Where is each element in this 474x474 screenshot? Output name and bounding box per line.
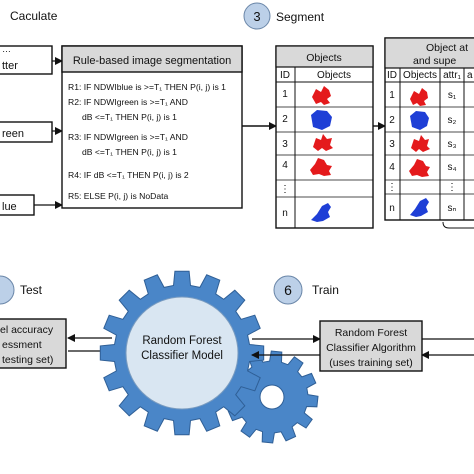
- attr-col-a: a: [467, 70, 473, 81]
- step-5-circle-partial: [0, 275, 15, 305]
- objects-col-id: ID: [280, 70, 290, 81]
- rule-r1: R1: IF NDWIblue is >=T₁ THEN P(i, j) is …: [68, 82, 226, 92]
- model-label-line-2: Classifier Model: [141, 350, 223, 362]
- step-3-number: 3: [253, 9, 260, 24]
- object-blob-4: [310, 158, 332, 176]
- attr-id-n: n: [389, 203, 395, 214]
- attr-value-4: s₄: [447, 162, 456, 173]
- objects-col-objects: Objects: [317, 70, 351, 81]
- rule-r2-line2: dB <=T₁ THEN P(i, j) is 1: [82, 112, 177, 122]
- object-blob-1: [312, 86, 331, 105]
- accuracy-line-2: essment: [2, 339, 42, 351]
- objects-id-3: 3: [282, 139, 288, 150]
- attr-object-blob-3: [411, 135, 430, 152]
- objects-id-2: 2: [282, 114, 288, 125]
- attr-id-3: 3: [389, 139, 395, 150]
- objects-id-dots: ⋮: [280, 184, 290, 195]
- object-blob-3: [313, 134, 333, 151]
- object-blob-n: [311, 203, 331, 222]
- rule-r5: R5: ELSE P(i, j) is NoData: [68, 191, 169, 201]
- svg-text:…: …: [2, 44, 11, 54]
- attr-value-2: s₂: [448, 115, 457, 126]
- objects-id-1: 1: [282, 89, 288, 100]
- accuracy-assessment-box: el accuracy essment testing set): [0, 318, 67, 369]
- attribute-table-title-1: Object at: [426, 42, 468, 54]
- algorithm-box: Random Forest Classifier Algorithm (uses…: [319, 320, 423, 372]
- algorithm-line-1: Random Forest: [335, 327, 407, 339]
- accuracy-line-3: testing set): [2, 354, 53, 366]
- gear-small-hole: [259, 384, 285, 410]
- attribute-brace: [442, 221, 474, 229]
- rule-r4: R4: IF dB <=T₁ THEN P(i, j) is 2: [68, 170, 189, 180]
- accuracy-line-1: el accuracy: [0, 324, 54, 336]
- input-label-2: reen: [2, 128, 24, 140]
- attr-value-dots: ⋮: [447, 182, 457, 193]
- calculate-label: Caculate: [10, 9, 58, 23]
- model-hub: [125, 296, 239, 410]
- attr-value-3: s₃: [447, 139, 456, 150]
- rule-box-title: Rule-based image segmentation: [73, 55, 231, 67]
- attr-col-id: ID: [387, 70, 397, 81]
- attr-object-blob-1: [410, 88, 428, 106]
- attr-id-2: 2: [389, 115, 395, 126]
- input-box-blue: lue: [0, 194, 35, 216]
- rule-box: Rule-based image segmentation R1: IF NDW…: [61, 45, 243, 209]
- objects-table-title: Objects: [306, 52, 342, 64]
- attr-object-blob-n: [410, 198, 429, 217]
- rule-r3-line1: R3: IF NDWIgreen is >=T₁ AND: [68, 132, 188, 142]
- attribute-table: Object at and supe ID Objects attr₁ a 1 …: [384, 37, 474, 221]
- attr-object-blob-2: [410, 111, 429, 130]
- step-6-circle: [273, 275, 303, 305]
- attr-value-n: sₙ: [448, 203, 457, 214]
- attr-object-blob-4: [409, 159, 430, 177]
- test-label: Test: [20, 283, 43, 297]
- attr-id-1: 1: [389, 90, 395, 101]
- input-label-3: lue: [2, 201, 17, 213]
- train-label: Train: [312, 283, 339, 297]
- objects-id-n: n: [282, 208, 288, 219]
- attr-id-4: 4: [389, 162, 395, 173]
- objects-table: Objects ID Objects 1 2 3 4 ⋮ n: [275, 45, 374, 229]
- objects-id-4: 4: [282, 160, 288, 171]
- attr-col-attr1: attr₁: [443, 70, 461, 81]
- algorithm-line-2: Classifier Algorithm: [326, 342, 416, 354]
- input-label-1: tter: [2, 60, 18, 72]
- input-box-scatter: … tter: [0, 44, 53, 75]
- step-3-circle: [243, 2, 271, 30]
- attribute-table-title-2: and supe: [413, 55, 456, 67]
- rule-r2-line1: R2: IF NDWIgreen is >=T₁ AND: [68, 97, 188, 107]
- segment-label: Segment: [276, 10, 325, 24]
- attr-id-dots: ⋮: [387, 182, 397, 193]
- algorithm-line-3: (uses training set): [329, 357, 412, 369]
- attr-value-1: s₁: [448, 90, 457, 101]
- rule-r3-line2: dB <=T₁ THEN P(i, j) is 1: [82, 147, 177, 157]
- model-label-line-1: Random Forest: [142, 335, 222, 347]
- attr-col-objects: Objects: [403, 70, 437, 81]
- input-box-green: reen: [0, 121, 53, 143]
- step-6-number: 6: [284, 282, 292, 298]
- object-blob-2: [311, 110, 332, 130]
